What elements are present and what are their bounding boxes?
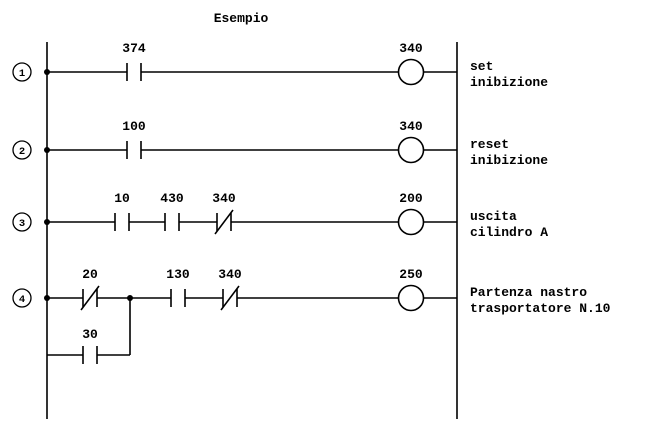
contact-label: 374 [122,41,146,56]
contact-label: 340 [212,191,236,206]
no-contact-30: 30 [82,327,98,364]
contact-label: 130 [166,267,190,282]
rung-4: 4 20 130 340 250 Partenza nastro [12,267,611,364]
output-coil: 340 [397,119,425,164]
output-coil: 340 [397,41,425,86]
rung-number: 4 [19,294,25,306]
contact-label: 340 [218,267,242,282]
rung-description-line: set [470,59,493,74]
rung-number-circle [12,288,32,308]
nc-slash [80,285,100,311]
coil-circle [397,58,425,86]
rung-number-circle [12,62,32,82]
coil-label: 250 [399,267,423,282]
contact-label: 20 [82,267,98,282]
rung-number-circle [12,212,32,232]
rung-description-line: inibizione [470,153,548,168]
contact-label: 10 [114,191,130,206]
rung-description-line: trasportatore N.10 [470,301,611,316]
rung-number: 2 [19,146,25,158]
parallel-branch: 30 [47,298,131,364]
rung-description-line: inibizione [470,75,548,90]
nc-slash [220,285,240,311]
nc-contact-20: 20 [80,267,100,311]
no-contact-100: 100 [122,119,146,159]
output-coil: 250 [397,267,425,312]
coil-circle [397,208,425,236]
rung-description-line: Partenza nastro [470,285,587,300]
rung-1: 1 374 340 set inibizione [12,41,548,90]
coil-circle [397,136,425,164]
contact-label: 430 [160,191,184,206]
no-contact-130: 130 [166,267,190,307]
nc-contact-340: 340 [218,267,242,311]
no-contact-374: 374 [122,41,146,81]
no-contact-10: 10 [114,191,130,231]
coil-label: 340 [399,119,423,134]
rung-number-circle [12,140,32,160]
contact-label: 30 [82,327,98,342]
rung-description-line: cilindro A [470,225,548,240]
rung-description-line: reset [470,137,509,152]
coil-label: 340 [399,41,423,56]
rung-description-line: uscita [470,209,517,224]
output-coil: 200 [397,191,425,236]
diagram-title: Esempio [214,11,269,26]
nc-contact-340: 340 [212,191,236,235]
contact-label: 100 [122,119,146,134]
coil-label: 200 [399,191,423,206]
rung-number: 3 [19,218,25,230]
coil-circle [397,284,425,312]
rung-2: 2 100 340 reset inibizione [12,119,548,168]
rung-number: 1 [19,68,25,80]
nc-slash [214,209,234,235]
no-contact-430: 430 [160,191,184,231]
rung-3: 3 10 430 340 200 uscita cilindro A [12,191,548,240]
